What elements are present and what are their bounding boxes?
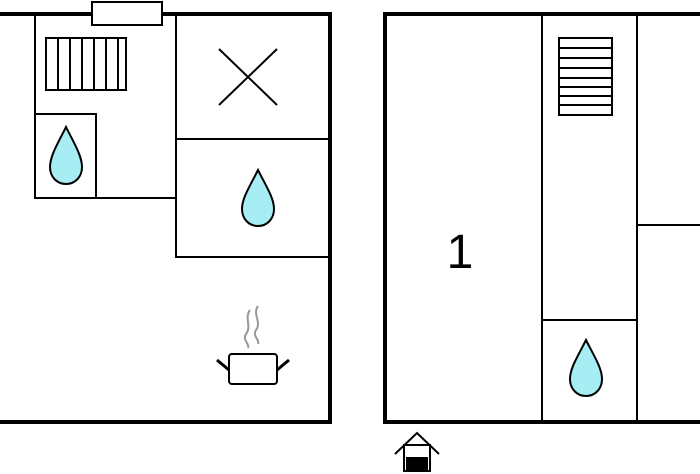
window-icon (91, 1, 163, 26)
water-drop-icon (240, 167, 276, 228)
shower-wall (35, 113, 97, 198)
water-drop-icon (48, 124, 84, 186)
washroom-wall (175, 139, 330, 258)
water-drop-icon (568, 337, 604, 398)
no-access-cross-icon (218, 48, 278, 106)
radiator-icon (45, 37, 127, 91)
bathroom-wall (34, 14, 177, 199)
left-floor-outer-wall (0, 12, 332, 424)
stairs-icon (558, 37, 613, 116)
left-floor (0, 1, 332, 424)
right-floor: 1 (383, 12, 700, 472)
entrance-icon (394, 431, 440, 472)
room-number-label: 1 (447, 226, 474, 279)
kitchen-pot-icon (216, 305, 290, 385)
